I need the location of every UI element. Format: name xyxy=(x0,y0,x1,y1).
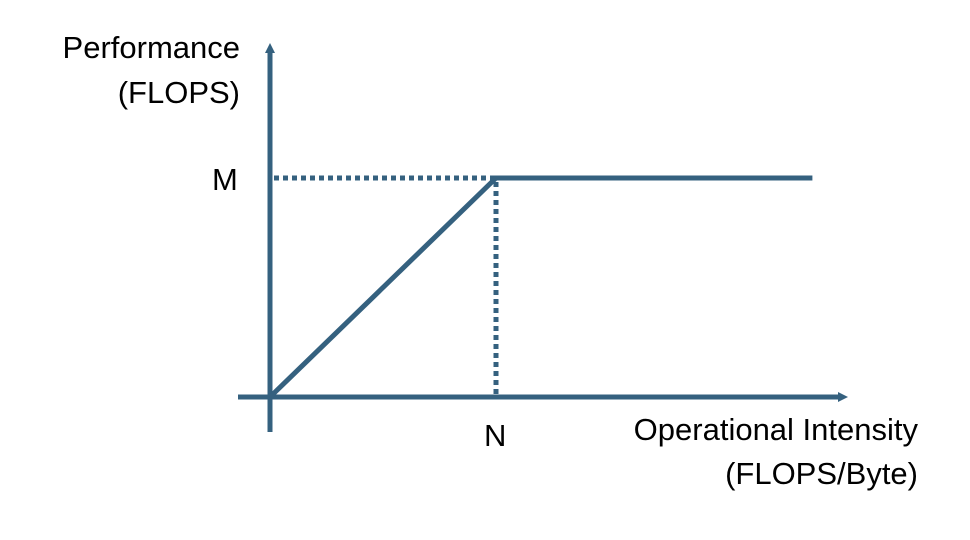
x-tick-label-n: N xyxy=(484,418,507,453)
y-axis-title-line1: Performance xyxy=(62,30,240,65)
y-axis-title-line2: (FLOPS) xyxy=(117,75,240,110)
roofline-series xyxy=(268,175,813,399)
y-tick-label-m: M xyxy=(212,162,238,197)
x-axis-title-line1: Operational Intensity xyxy=(633,412,918,447)
x-axis-title-line2: (FLOPS/Byte) xyxy=(725,456,918,491)
